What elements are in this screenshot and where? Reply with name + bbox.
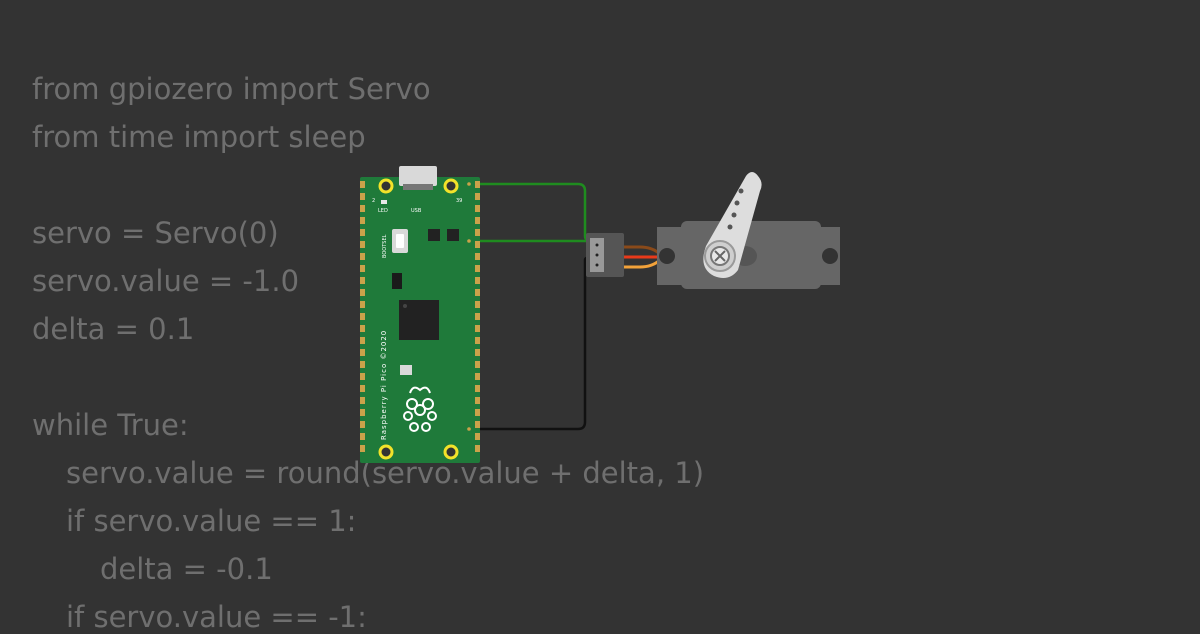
code-line-4: servo = Servo(0) xyxy=(32,216,279,250)
pad-vbus[interactable] xyxy=(467,239,471,243)
mount-hole-top-right xyxy=(443,178,459,194)
led-label: LED xyxy=(378,208,388,214)
code-line-12: if servo.value == -1: xyxy=(66,600,367,634)
flash-chip xyxy=(447,229,459,241)
pico-pins-right xyxy=(475,181,480,452)
mount-hole-bottom-left xyxy=(378,444,394,460)
mount-hole-bottom-right xyxy=(443,444,459,460)
usb-label: USB xyxy=(411,208,422,214)
wires xyxy=(468,182,600,431)
pico-pins-left xyxy=(360,181,365,452)
wire-signal[interactable] xyxy=(468,182,600,243)
servo-horn[interactable] xyxy=(703,172,762,278)
code-line-6: delta = 0.1 xyxy=(32,312,195,346)
code-line-9: servo.value = round(servo.value + delta,… xyxy=(66,456,705,490)
code-line-1: from gpiozero import Servo xyxy=(32,72,431,106)
usb-connector xyxy=(399,166,437,186)
raspberry-pi-logo xyxy=(403,386,437,432)
code-line-10: if servo.value == 1: xyxy=(66,504,357,538)
pin-2-label: 2 xyxy=(372,198,375,204)
bootsel-label: BOOTSEL xyxy=(382,234,388,258)
pico-board[interactable]: 2 39 LED USB BOOTSEL Raspberry Pi Pico ©… xyxy=(360,166,480,463)
led xyxy=(381,200,387,204)
code-line-2: from time import sleep xyxy=(32,120,366,154)
pin-39-label: 39 xyxy=(456,198,462,204)
code-line-11: delta = -0.1 xyxy=(100,552,273,586)
servo-motor[interactable] xyxy=(586,172,840,289)
pad-gp0[interactable] xyxy=(467,182,471,186)
mount-hole-top-left xyxy=(378,178,394,194)
pad-gnd[interactable] xyxy=(467,427,471,431)
code-line-8: while True: xyxy=(32,408,189,442)
horn-screw-icon xyxy=(714,250,726,262)
board-name: Raspberry Pi Pico ©2020 xyxy=(380,330,388,440)
regulator-chip xyxy=(428,229,440,241)
wire-ground[interactable] xyxy=(468,255,600,431)
debug-pad xyxy=(400,365,412,375)
code-line-5: servo.value = -1.0 xyxy=(32,264,300,298)
